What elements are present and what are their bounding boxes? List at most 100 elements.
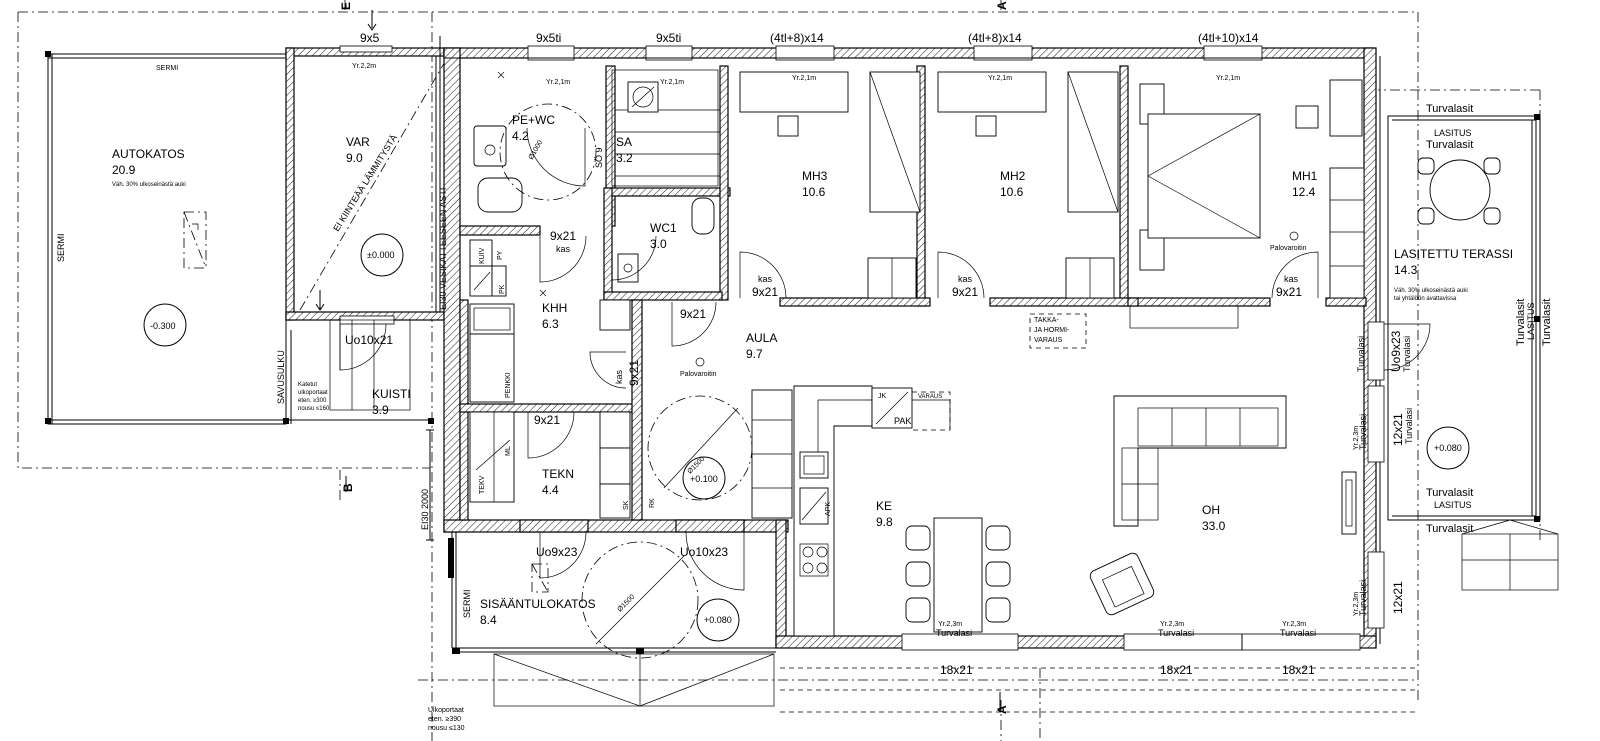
tekn-fixtures xyxy=(469,411,631,519)
door-label: Uo10x21 xyxy=(345,333,393,347)
serm-label: SERMI xyxy=(56,233,66,262)
section-marker-label: A xyxy=(995,705,1009,714)
fixture-label: KUIV xyxy=(479,247,486,264)
room-name: LASITETTU TERASSI xyxy=(1394,247,1513,261)
room-area: 3.0 xyxy=(650,237,667,251)
glass-label: Turvalasi xyxy=(1356,336,1366,372)
room-name: SISÄÄNTULOKATOS xyxy=(480,597,596,611)
fixture-label: TEKV xyxy=(479,475,486,494)
autokatos-area xyxy=(45,51,434,425)
room-area: 20.9 xyxy=(112,163,136,177)
window-label-top: (4tl+8)x14 xyxy=(968,31,1022,45)
stair-note: eten. ≥390 xyxy=(428,716,461,723)
glass-label: Turvalasi xyxy=(936,628,972,638)
door-label: 12x21 xyxy=(1391,581,1405,614)
right-windows xyxy=(1367,321,1385,629)
fireplace-label: VARAUS xyxy=(1034,337,1063,344)
room-area: 3.2 xyxy=(616,151,633,165)
fixture-label: APK xyxy=(825,502,832,516)
door-label: kas xyxy=(958,274,973,284)
khh-fixtures xyxy=(469,235,631,403)
stair-note: Katetut xyxy=(298,382,317,388)
living-fixtures xyxy=(1029,305,1357,616)
window-label-top: 9x5ti xyxy=(656,31,681,45)
window-label-bottom: 18x21 xyxy=(940,663,973,677)
door-label: kas xyxy=(614,369,624,384)
fixture-label: VARAUS xyxy=(918,394,942,400)
smoke-detector-label: Palovaroitin xyxy=(680,371,717,378)
door-label: 9x21 xyxy=(534,413,560,427)
aula-fixtures xyxy=(647,301,793,519)
door-label: 9x21 xyxy=(627,360,641,386)
glass-label: Turvalasit xyxy=(1426,487,1473,499)
bottom-windows xyxy=(901,633,1361,651)
room-area: 4.4 xyxy=(542,483,559,497)
room-name: TEKN xyxy=(542,467,574,481)
window-label-top: 9x5 xyxy=(360,31,380,45)
door-label: 12x21 xyxy=(1391,413,1405,446)
door-label: 9x21 xyxy=(952,285,978,299)
room-area: 9.0 xyxy=(346,151,363,165)
stair-note: eten. ≥300 xyxy=(298,398,327,404)
room-name: KUISTI xyxy=(372,387,411,401)
level-label: +0.100 xyxy=(690,474,718,484)
serm-label: SERMI xyxy=(462,589,472,618)
section-marker-label: B xyxy=(341,483,355,492)
pewc-fixtures xyxy=(473,71,597,213)
door-label: 9x21 xyxy=(550,229,576,243)
note-label: EI30 2000 xyxy=(420,489,430,530)
glass-label: Turvalasi xyxy=(1280,628,1316,638)
glass-label: LASITUS xyxy=(1434,128,1472,138)
window-label-bottom: 18x21 xyxy=(1160,663,1193,677)
fixture-label: PK xyxy=(499,284,506,294)
glass-label: Turvalasi xyxy=(1404,408,1414,444)
fixture-label: RK xyxy=(649,498,656,508)
room-note: tai yhtälöön avattavissa xyxy=(1394,296,1457,302)
window-height-label: SERMI xyxy=(156,65,178,72)
door-label: 9x21 xyxy=(1276,285,1302,299)
door-label: Uo9x23 xyxy=(1389,330,1403,372)
window-height-label: Yr.2,1m xyxy=(792,75,816,82)
room-note: Väh. 30% ulkoseinästä auki xyxy=(112,182,186,188)
section-markers xyxy=(345,10,1001,712)
section-marker-label: E xyxy=(339,2,353,10)
window-height-label: Yr.2,1m xyxy=(660,79,684,86)
wc1-fixtures xyxy=(611,197,715,283)
window-height-label: Yr.2,3m xyxy=(1160,621,1184,628)
room-name: KE xyxy=(876,499,892,513)
fixture-label: PY xyxy=(497,250,504,260)
fireplace-label: JA HORMI- xyxy=(1034,327,1070,334)
fixture-label: JK xyxy=(878,393,887,400)
glass-label: Turvalasit xyxy=(1426,523,1473,535)
stair-note: ulkoportaat xyxy=(298,390,328,396)
room-area: 9.7 xyxy=(746,347,763,361)
room-area: 6.3 xyxy=(542,317,559,331)
room-name: AUTOKATOS xyxy=(112,147,185,161)
window-label-bottom: 18x21 xyxy=(1282,663,1315,677)
fixture-label: ML xyxy=(505,446,512,456)
top-windows xyxy=(527,45,1263,61)
door-label: kas xyxy=(758,274,773,284)
room-name: PE+WC xyxy=(512,113,555,127)
door-label: kas xyxy=(1284,274,1299,284)
glass-label: Turvalasit xyxy=(1515,299,1527,346)
room-name: VAR xyxy=(346,135,370,149)
glass-label: Turvalasi xyxy=(1358,414,1368,450)
level-label: +0.080 xyxy=(1434,443,1462,453)
interior-walls xyxy=(444,57,1367,521)
fixture-label: SK xyxy=(623,500,630,510)
note-label: SÖ 9 xyxy=(594,147,604,168)
fixture-label: PAK xyxy=(894,416,911,426)
fireplace-label: TAKKA- xyxy=(1034,317,1059,324)
glass-label: LASITUS xyxy=(1434,500,1472,510)
level-label: +0.080 xyxy=(704,615,732,625)
glass-label: Turvalasit xyxy=(1426,139,1473,151)
room-note: Väh. 30% ulkoseinästä auki xyxy=(1394,288,1468,294)
door-label: Uo10x23 xyxy=(680,545,728,559)
window-label-top: (4tl+10)x14 xyxy=(1198,31,1259,45)
smoke-detector-label: Palovaroitin xyxy=(1270,245,1307,252)
window-height-label: Yr.2,3m xyxy=(1353,592,1360,616)
room-name: MH3 xyxy=(802,169,828,183)
dim-label: Ø1000 xyxy=(528,139,545,161)
window-label-top: (4tl+8)x14 xyxy=(770,31,824,45)
